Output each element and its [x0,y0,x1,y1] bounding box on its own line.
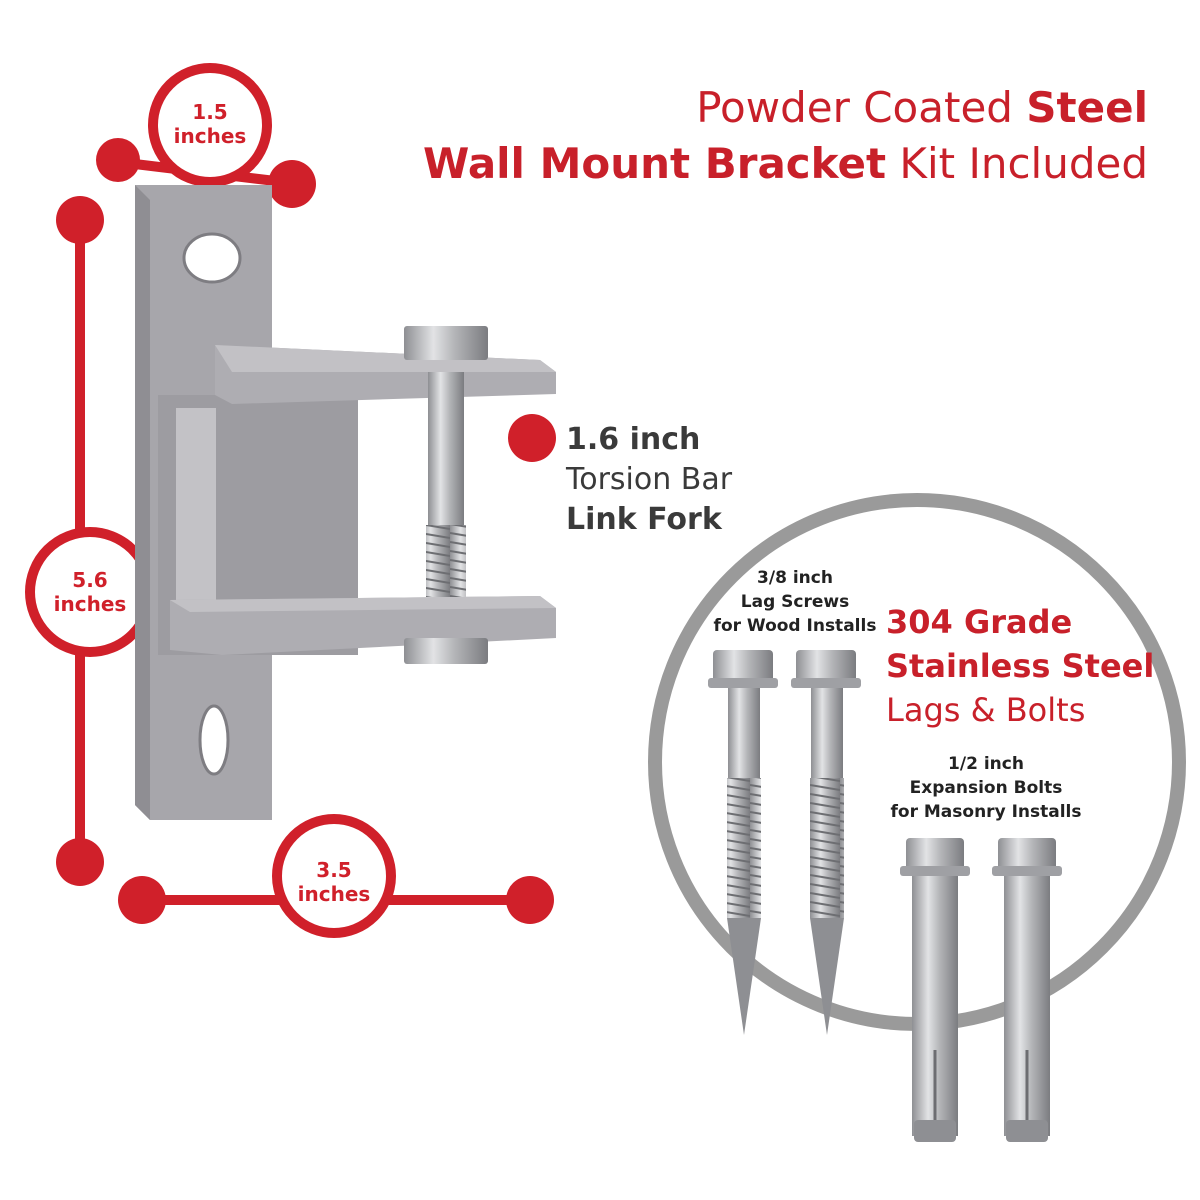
headline-line1-prefix: Powder Coated [696,83,1027,132]
lag-line2: Lag Screws [740,592,850,612]
fork-size: 1.6 inch [566,422,701,457]
headline-line-2: Wall Mount Bracket Kit Included [423,136,1148,192]
dimension-top [96,63,316,208]
expansion-bolt-label: 1/2 inch Expansion Bolts for Masonry Ins… [886,752,1086,824]
headline-line2-bold: Wall Mount Bracket [422,139,887,188]
expansion-bolt-1 [900,838,970,1142]
fork-label: 1.6 inch Torsion Bar Link Fork [566,420,732,540]
lag-screw-2 [791,650,861,1035]
dim-top-value: 1.5 [192,100,228,124]
dim-bottom-label: 3.5 inches [284,858,384,906]
lag-screw-label: 3/8 inch Lag Screws for Wood Installs [700,566,890,638]
dim-left-label: 5.6 inches [40,568,140,616]
fork-line2: Torsion Bar [566,462,733,497]
fork-line3: Link Fork [566,502,722,537]
headline-line2-suffix: Kit Included [886,139,1148,188]
bolt-line2: Expansion Bolts [909,778,1063,798]
lag-screw-1 [708,650,778,1035]
wall-bracket [135,185,556,820]
dim-top-label: 1.5 inches [160,100,260,148]
bolt-line1: 1/2 inch [948,754,1024,774]
steel-line1: 304 Grade [886,603,1073,641]
lag-line3: for Wood Installs [713,616,877,636]
expansion-bolt-2 [992,838,1062,1142]
bolt-line3: for Masonry Installs [890,802,1082,822]
dim-bottom-value: 3.5 [316,858,352,882]
fork-bullet [508,414,556,462]
steel-line2: Stainless Steel [886,647,1155,685]
dim-top-unit: inches [173,124,247,148]
stainless-label: 304 Grade Stainless Steel Lags & Bolts [886,600,1154,732]
dimension-bottom [118,814,554,938]
dimension-left [25,196,155,886]
dim-bottom-unit: inches [297,882,371,906]
dim-left-unit: inches [53,592,127,616]
steel-line3: Lags & Bolts [886,691,1086,729]
dim-left-value: 5.6 [72,568,108,592]
headline: Powder Coated Steel Wall Mount Bracket K… [423,80,1148,192]
lag-line1: 3/8 inch [757,568,833,588]
headline-line1-bold: Steel [1026,83,1148,132]
headline-line-1: Powder Coated Steel [423,80,1148,136]
